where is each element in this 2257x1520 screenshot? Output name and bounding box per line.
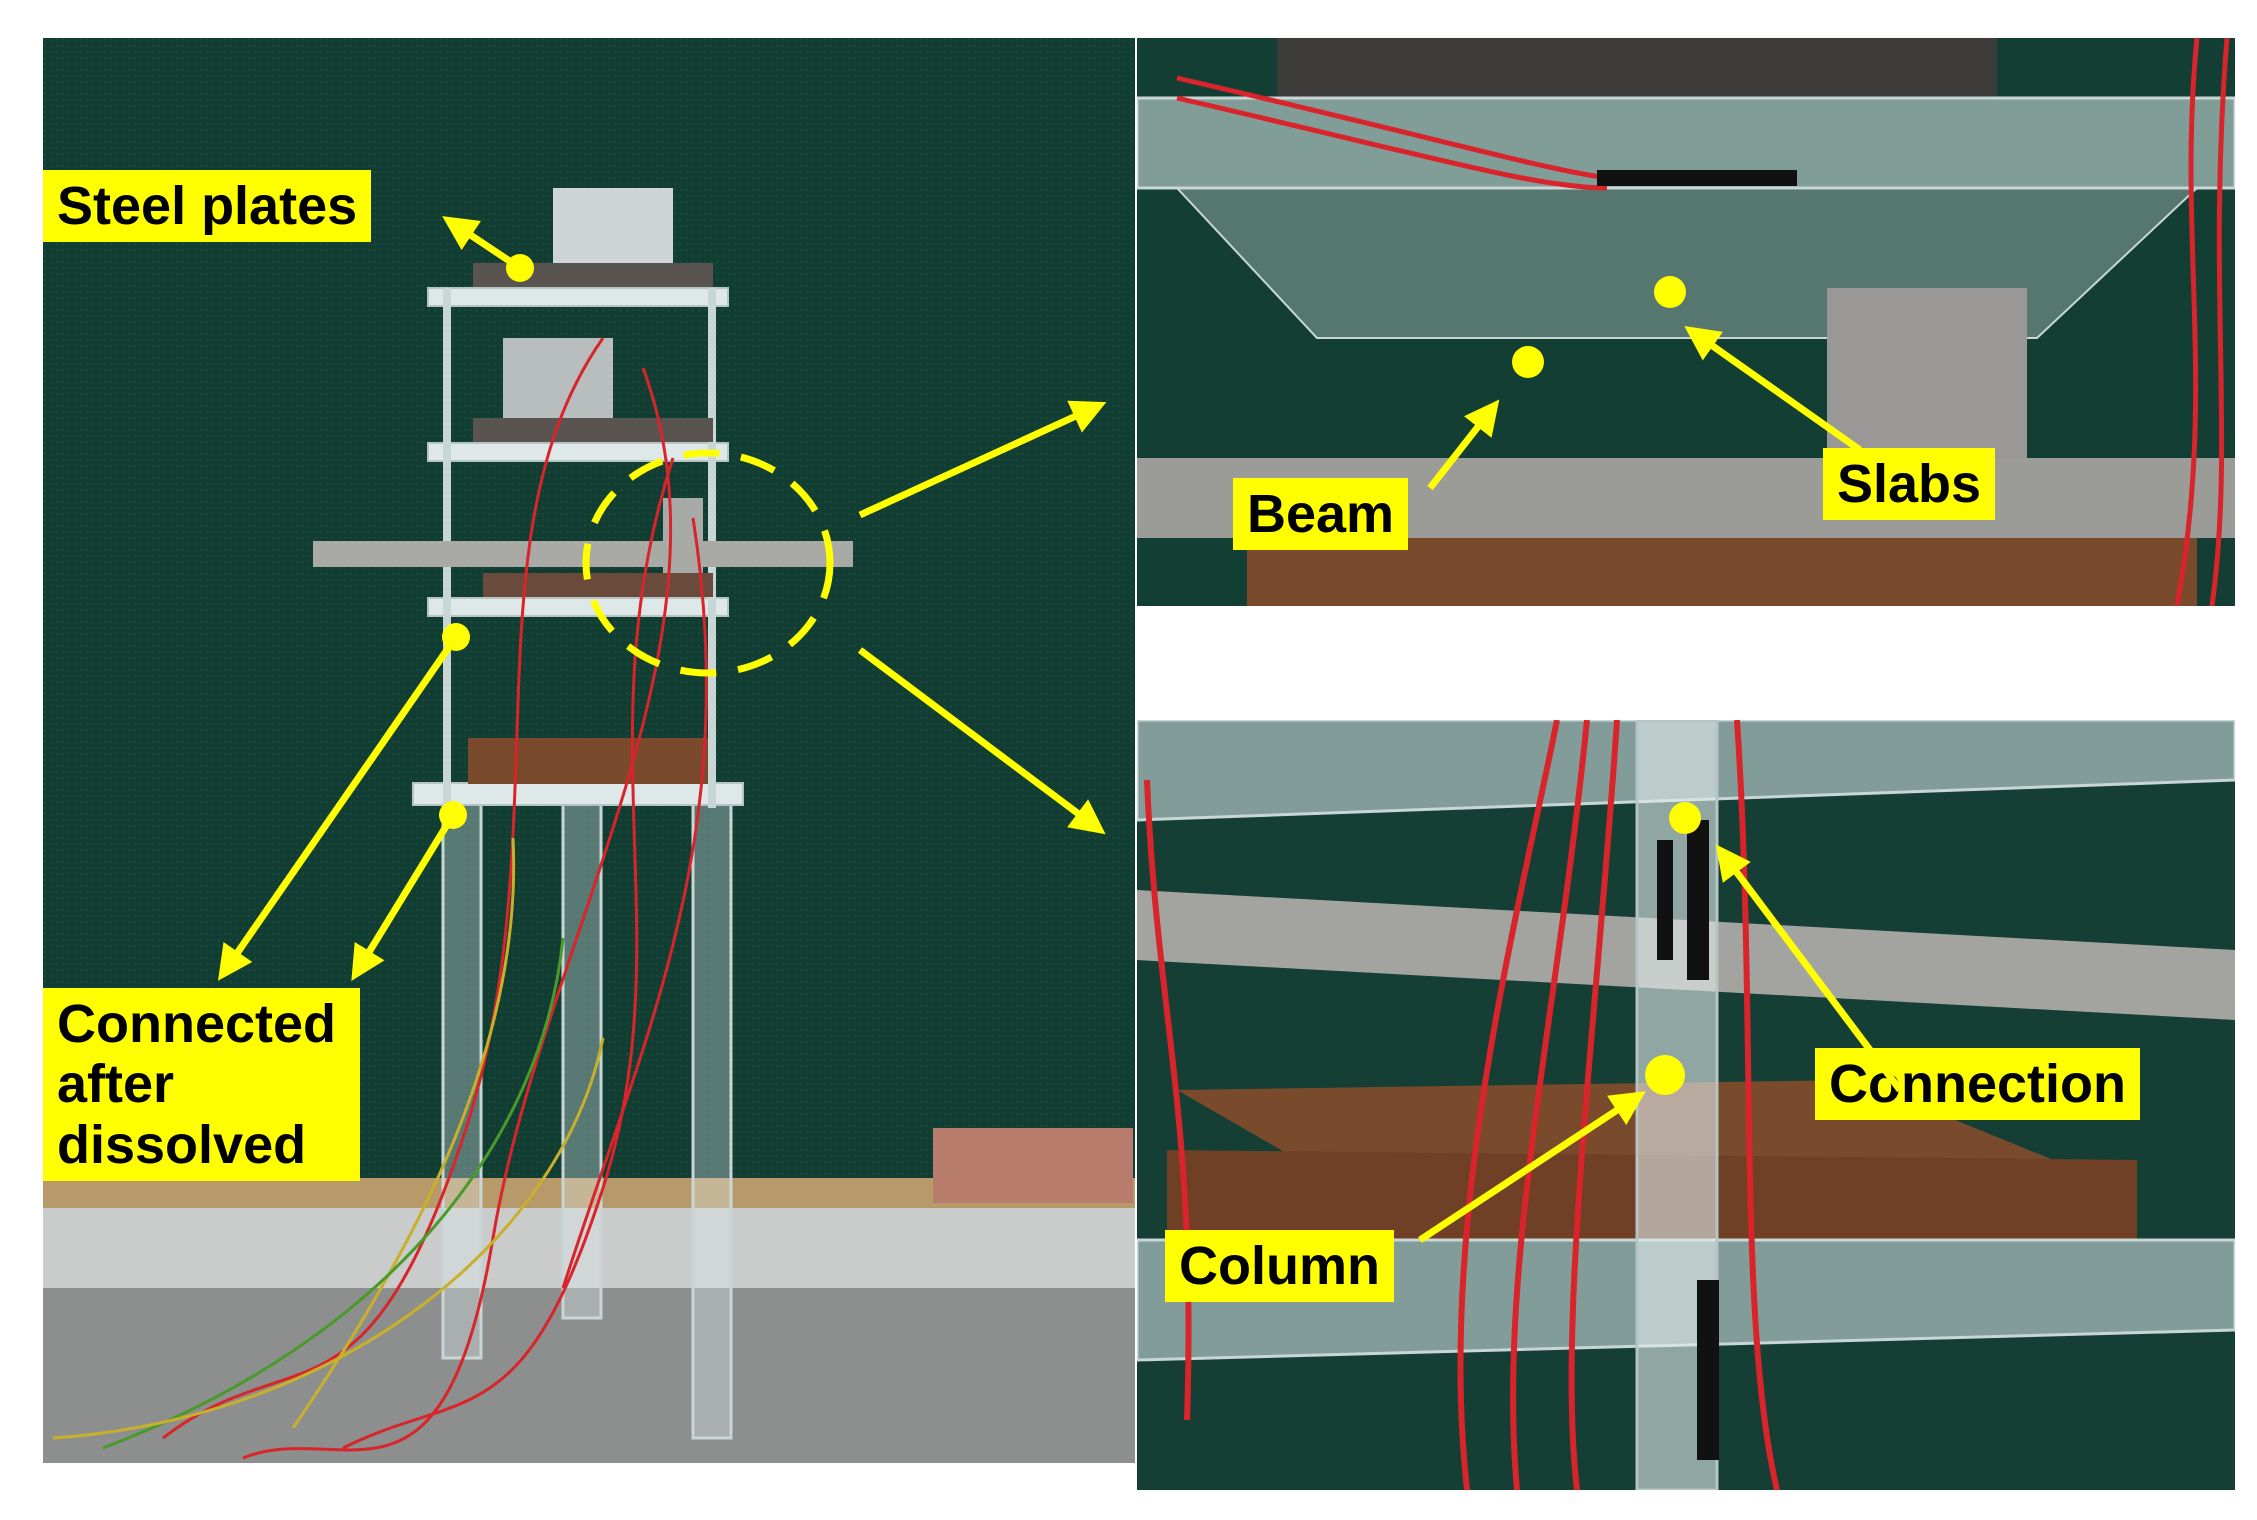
model-overview-illustration (43, 38, 1135, 1463)
floor-stripe (43, 1208, 1135, 1288)
label-connected-after-dissolved: Connected after dissolved (43, 988, 361, 1182)
label-steel-plates: Steel plates (43, 170, 372, 243)
connection-column-detail-photo: Connection Column (1137, 720, 2235, 1490)
label-connected-line2: after (57, 1054, 175, 1115)
label-connected-line3: dissolved (57, 1114, 307, 1175)
label-slabs: Slabs (1823, 448, 1996, 521)
top-steel-plate (1277, 38, 1997, 98)
beam-slab-detail-illustration (1137, 38, 2235, 606)
label-column: Column (1165, 1230, 1394, 1303)
connection-adhesive (1687, 820, 1709, 980)
connection-column-detail-illustration (1137, 720, 2235, 1490)
beam-slab-detail-photo: Beam Slabs (1137, 38, 2235, 606)
upper-slab (1137, 96, 2235, 190)
brick (933, 1128, 1133, 1203)
label-beam: Beam (1233, 478, 1409, 551)
steel-beam (313, 541, 853, 567)
model-overview-photo: Steel plates Connected after dissolved (43, 38, 1135, 1463)
label-connected-line1: Connected (57, 994, 337, 1054)
label-connection: Connection (1815, 1048, 2140, 1121)
